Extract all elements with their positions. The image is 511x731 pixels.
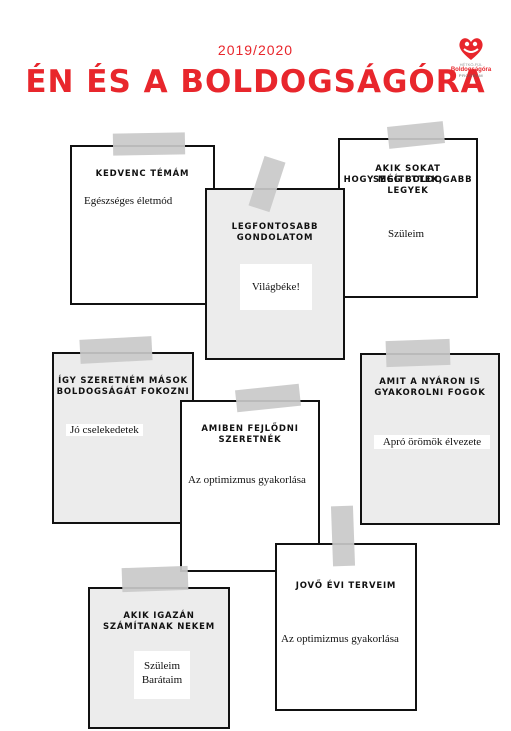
answer-text[interactable]: Egészséges életmód [84, 195, 173, 207]
tape-strip [79, 336, 153, 364]
card-title-2: SZERETNÉK [218, 435, 282, 445]
logo-line-1: HÉTKÖ-FÜL [459, 62, 483, 67]
card-title-1: AMIBEN FEJLŐDNI [201, 424, 299, 434]
tape-strip [121, 565, 189, 593]
card-igy-szeretnem: ÍGY SZERETNÉM MÁSOK BOLDOGSÁGÁT FOKOZNI … [52, 352, 194, 524]
tape-strip [112, 132, 186, 156]
answer-line-2: Barátaim [141, 674, 183, 686]
heart-people-icon [459, 38, 483, 60]
card-title: KEDVENC TÉMÁM [95, 169, 190, 179]
card-jovo-evi-terveim: JOVŐ ÉVI TERVEIM Az optimizmus gyakorlás… [275, 543, 417, 711]
tape-strip [385, 338, 451, 368]
answer-box[interactable]: Szüleim Barátaim [134, 651, 190, 699]
card-akik-segitettek: AKIK SOKAT SEGÍTETTEK, HOGY MÉG BOLDOGAB… [338, 138, 478, 298]
card-title-2: BOLDOGSÁGÁT FOKOZNI [56, 387, 190, 397]
card-title-2: HOGY MÉG BOLDOGABB [343, 175, 473, 185]
page-title: ÉN ÉS A BOLDOGSÁGÓRA [25, 64, 486, 100]
card-title-2: GYAKOROLNI FOGOK [374, 388, 486, 398]
card-title: JOVŐ ÉVI TERVEIM [295, 581, 397, 591]
tape-strip [330, 505, 356, 567]
card-title-1: AKIK SOKAT SEGÍTETTEK, [373, 164, 443, 185]
card-title-2: SZÁMÍTANAK NEKEM [102, 622, 215, 632]
card-title-3: LEGYEK [387, 186, 429, 196]
card-kedvenc-temam: KEDVENC TÉMÁM Egészséges életmód [70, 145, 215, 305]
card-akik-igazan: AKIK IGAZÁN SZÁMÍTANAK NEKEM Szüleim Bar… [88, 587, 230, 729]
program-logo: HÉTKÖ-FÜL Boldogságóra PROGRAM [446, 36, 496, 78]
answer-text[interactable]: Az optimizmus gyakorlása [281, 633, 399, 645]
answer-text[interactable]: Világbéke! [240, 264, 312, 310]
logo-line-2: Boldogságóra [450, 67, 492, 73]
card-legfontosabb-gondolatom: LEGFONTOSABB GONDOLATOM Világbéke! [205, 188, 345, 360]
logo-line-3: PROGRAM [458, 73, 484, 78]
card-amit-a-nyaron: AMIT A NYÁRON IS GYAKOROLNI FOGOK Apró ö… [360, 353, 500, 525]
card-title-1: LEGFONTOSABB [231, 222, 319, 232]
answer-text[interactable]: Jó cselekedetek [66, 424, 143, 436]
answer-line-1: Szüleim [143, 660, 181, 672]
answer-text[interactable]: Apró örömök élvezete [374, 435, 490, 449]
card-title-1: AKIK IGAZÁN [123, 611, 195, 621]
answer-text[interactable]: Az optimizmus gyakorlása [188, 474, 306, 486]
year-label: 2019/2020 [217, 42, 294, 58]
card-title-1: ÍGY SZERETNÉM MÁSOK [58, 376, 188, 386]
card-title-1: AMIT A NYÁRON IS [379, 377, 481, 387]
card-title-2: GONDOLATOM [236, 233, 314, 243]
answer-text[interactable]: Szüleim [388, 228, 425, 240]
